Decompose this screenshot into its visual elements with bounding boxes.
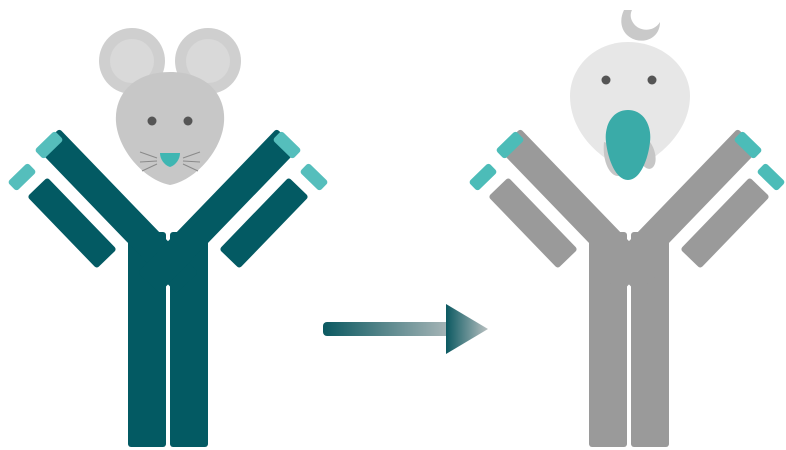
chicken-eye-left xyxy=(602,76,611,85)
chicken-antibody-tip-left-outer xyxy=(468,163,497,192)
mouse-eye-right xyxy=(184,117,193,126)
conversion-arrow-icon xyxy=(323,304,488,354)
mouse-face xyxy=(116,72,224,185)
chicken-eye-right xyxy=(648,76,657,85)
mouse-eye-left xyxy=(148,117,157,126)
mouse-antibody-tip-right-outer xyxy=(299,163,328,192)
chicken-antibody-tip-right-outer xyxy=(756,163,785,192)
arrow-shaft xyxy=(323,322,463,336)
arrow-head xyxy=(446,304,488,354)
chicken-comb xyxy=(621,10,660,41)
mouse-antibody-tip-left-outer xyxy=(7,163,36,192)
mouse-head-icon xyxy=(99,28,241,185)
chicken-head-icon xyxy=(570,10,690,180)
